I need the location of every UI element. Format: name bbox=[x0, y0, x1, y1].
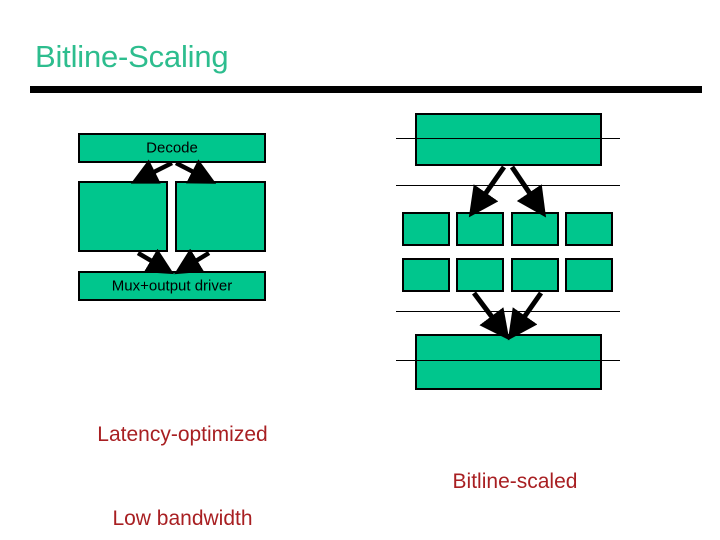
left-caption: Latency-optimized Low bandwidth Low late… bbox=[50, 365, 315, 540]
right-top-block bbox=[415, 113, 602, 166]
left-arrow-decode-to-array-2 bbox=[174, 159, 217, 184]
right-subarray-r2c2 bbox=[456, 258, 504, 292]
left-mux-output-driver-block: Mux+output driver bbox=[78, 271, 266, 301]
left-caption-line-1: Latency-optimized bbox=[97, 423, 268, 446]
left-array-block-2 bbox=[175, 181, 266, 252]
title-divider-rule bbox=[30, 86, 702, 93]
right-arrow-subarray-c2-to-bottom bbox=[472, 291, 510, 341]
right-subarray-r1c2 bbox=[456, 212, 504, 246]
right-wire-line-lower-mid bbox=[396, 311, 620, 312]
right-subarray-r2c4 bbox=[565, 258, 613, 292]
left-arrow-array-1-to-mux bbox=[136, 248, 174, 275]
left-mux-output-driver-label: Mux+output driver bbox=[111, 277, 233, 295]
page-title: Bitline-Scaling bbox=[35, 39, 229, 74]
right-caption: Bitline-scaled High bandwidth High laten… bbox=[400, 412, 630, 540]
right-wire-line-upper-mid bbox=[396, 185, 620, 186]
left-decode-block: Decode bbox=[78, 133, 266, 163]
right-subarray-r2c1 bbox=[402, 258, 450, 292]
left-caption-line-2: Low bandwidth bbox=[112, 507, 253, 530]
left-arrow-decode-to-array-1 bbox=[130, 159, 174, 184]
right-bottom-block-inner-line bbox=[415, 360, 602, 361]
right-arrow-top-to-subarray-c2 bbox=[468, 165, 507, 218]
right-subarray-r2c3 bbox=[511, 258, 559, 292]
right-top-block-inner-line bbox=[415, 138, 602, 139]
right-subarray-r1c3 bbox=[511, 212, 559, 246]
left-arrow-array-2-to-mux bbox=[174, 248, 211, 275]
right-arrow-subarray-c3-to-bottom bbox=[507, 291, 544, 341]
left-decode-label: Decode bbox=[146, 139, 198, 157]
left-array-block-1 bbox=[78, 181, 168, 252]
right-subarray-r1c1 bbox=[402, 212, 450, 246]
right-subarray-r1c4 bbox=[565, 212, 613, 246]
right-bottom-block bbox=[415, 334, 602, 390]
right-caption-line-1: Bitline-scaled bbox=[452, 470, 578, 493]
right-arrow-top-to-subarray-c3 bbox=[509, 165, 547, 218]
